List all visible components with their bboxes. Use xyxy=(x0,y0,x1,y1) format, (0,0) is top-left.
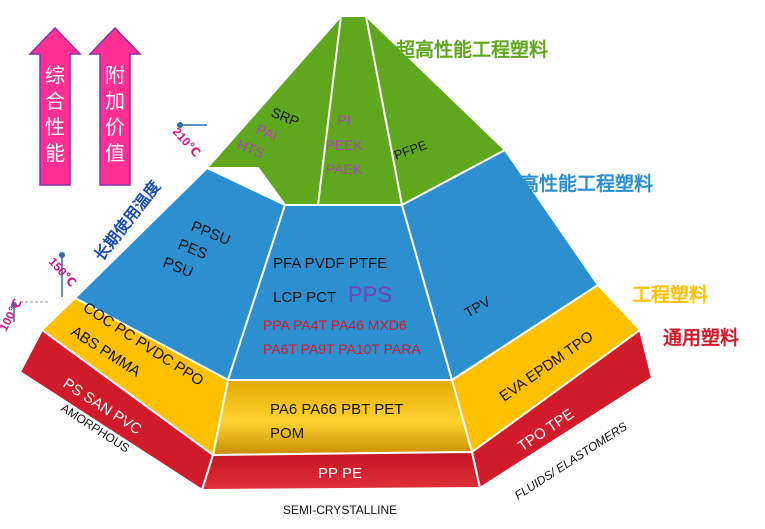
temp-marker-dot-100 xyxy=(11,302,17,308)
arrow-up-icon xyxy=(88,26,142,186)
arrow-added-value: 附 加 价 值 xyxy=(88,26,142,186)
eng-center-line1: PA6 PA66 PBT PET xyxy=(270,401,403,418)
arrow-up-icon xyxy=(28,26,82,186)
temp-label-210: 210℃ xyxy=(170,125,204,160)
arrow-left-char-4: 能 xyxy=(45,141,65,165)
arrow-right-char-3: 价 xyxy=(105,115,125,139)
temp-label-100: 100℃ xyxy=(0,296,25,333)
arrow-left-char-1: 综 xyxy=(45,63,65,87)
tier-super-high-performance xyxy=(204,13,507,207)
high-center-line1: PFA PVDF PTFE xyxy=(273,255,387,272)
eng-center-line2: POM xyxy=(270,425,304,442)
tier-label-high: 高性能工程塑料 xyxy=(520,172,653,195)
footer-semi-crystalline: SEMI-CRYSTALLINE xyxy=(283,503,397,517)
temp-marker-dot-150 xyxy=(59,252,65,258)
high-center-line2-prefix: LCP PCT xyxy=(273,289,336,306)
tier-label-super: 超高性能工程塑料 xyxy=(395,38,548,61)
arrow-right-char-4: 值 xyxy=(105,141,125,165)
high-center-line4: PA6T PA9T PA10T PARA xyxy=(263,341,421,357)
apex-center-pi: PI xyxy=(337,112,350,128)
arrow-right-char-2: 加 xyxy=(105,89,125,113)
tier-engineering xyxy=(40,283,642,457)
high-center-line2-pps: PPS xyxy=(348,282,392,307)
temp-marker-dot-210 xyxy=(177,122,183,128)
tier-general xyxy=(18,328,654,492)
high-center-line3: PPA PA4T PA46 MXD6 xyxy=(263,317,407,333)
gen-center-text: PP PE xyxy=(318,465,362,482)
tier-label-engineering: 工程塑料 xyxy=(632,283,708,306)
arrow-overall-performance: 综 合 性 能 xyxy=(28,26,82,186)
apex-left-pai: PAI xyxy=(254,121,280,144)
tier-label-general: 通用塑料 xyxy=(663,326,739,349)
arrow-left-char-2: 合 xyxy=(45,89,65,113)
arrow-left-char-3: 性 xyxy=(45,115,65,139)
gen-right-face xyxy=(470,328,654,490)
apex-center-paek: PAEK xyxy=(326,161,363,177)
apex-center-peek: PEEK xyxy=(325,137,363,153)
arrow-right-char-1: 附 xyxy=(105,63,125,87)
